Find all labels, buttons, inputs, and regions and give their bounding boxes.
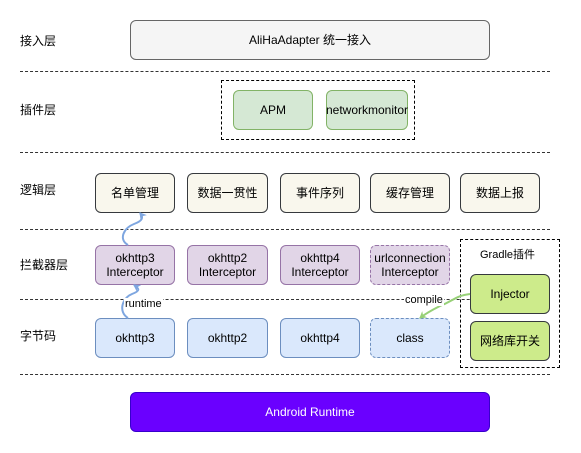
edge-bytecode-to-interceptor: [121, 284, 142, 319]
logic-consistency-box[interactable]: 数据一贯性: [187, 173, 268, 213]
gradle-group-frame: [460, 239, 560, 368]
android-runtime-box[interactable]: Android Runtime: [130, 392, 490, 432]
layer-label-plugin: 插件层: [20, 103, 57, 117]
bytecode-class-box[interactable]: class: [370, 318, 450, 358]
layer-label-bytecode: 字节码: [20, 329, 57, 343]
separator-1: [20, 71, 550, 72]
bytecode-okhttp3-box[interactable]: okhttp3: [95, 318, 175, 358]
edge-label-compile: compile: [404, 294, 444, 306]
layer-label-interceptor: 拦截器层: [20, 258, 69, 272]
plugin-networkmonitor-box[interactable]: networkmonitor: [326, 90, 408, 130]
layer-label-access: 接入层: [20, 34, 57, 48]
logic-report-box[interactable]: 数据上报: [460, 173, 540, 213]
logic-event-sequence-box[interactable]: 事件序列: [280, 173, 360, 213]
logic-cache-box[interactable]: 缓存管理: [370, 173, 450, 213]
bytecode-okhttp2-box[interactable]: okhttp2: [187, 318, 268, 358]
interceptor-okhttp4-box[interactable]: okhttp4 Interceptor: [280, 245, 360, 285]
edge-injector-to-class: [419, 293, 471, 319]
interceptor-okhttp2-box[interactable]: okhttp2 Interceptor: [187, 245, 268, 285]
separator-4: [20, 299, 550, 300]
edge-interceptor-to-logic: [121, 212, 147, 246]
separator-5: [20, 374, 550, 375]
separator-2: [20, 152, 550, 153]
separator-3: [20, 229, 550, 230]
edge-label-runtime: runtime: [124, 298, 163, 310]
access-adapter-box[interactable]: AliHaAdapter 统一接入: [130, 20, 490, 60]
layer-label-logic: 逻辑层: [20, 183, 57, 197]
gradle-group-title: Gradle插件: [480, 249, 536, 261]
interceptor-urlconnection-box[interactable]: urlconnection Interceptor: [370, 245, 450, 285]
gradle-network-switch-box[interactable]: 网络库开关: [470, 321, 550, 361]
plugin-apm-box[interactable]: APM: [233, 90, 313, 130]
logic-namelist-box[interactable]: 名单管理: [95, 173, 175, 213]
gradle-injector-box[interactable]: Injector: [470, 274, 550, 314]
plugin-group-frame: [221, 80, 415, 140]
bytecode-okhttp4-box[interactable]: okhttp4: [280, 318, 360, 358]
